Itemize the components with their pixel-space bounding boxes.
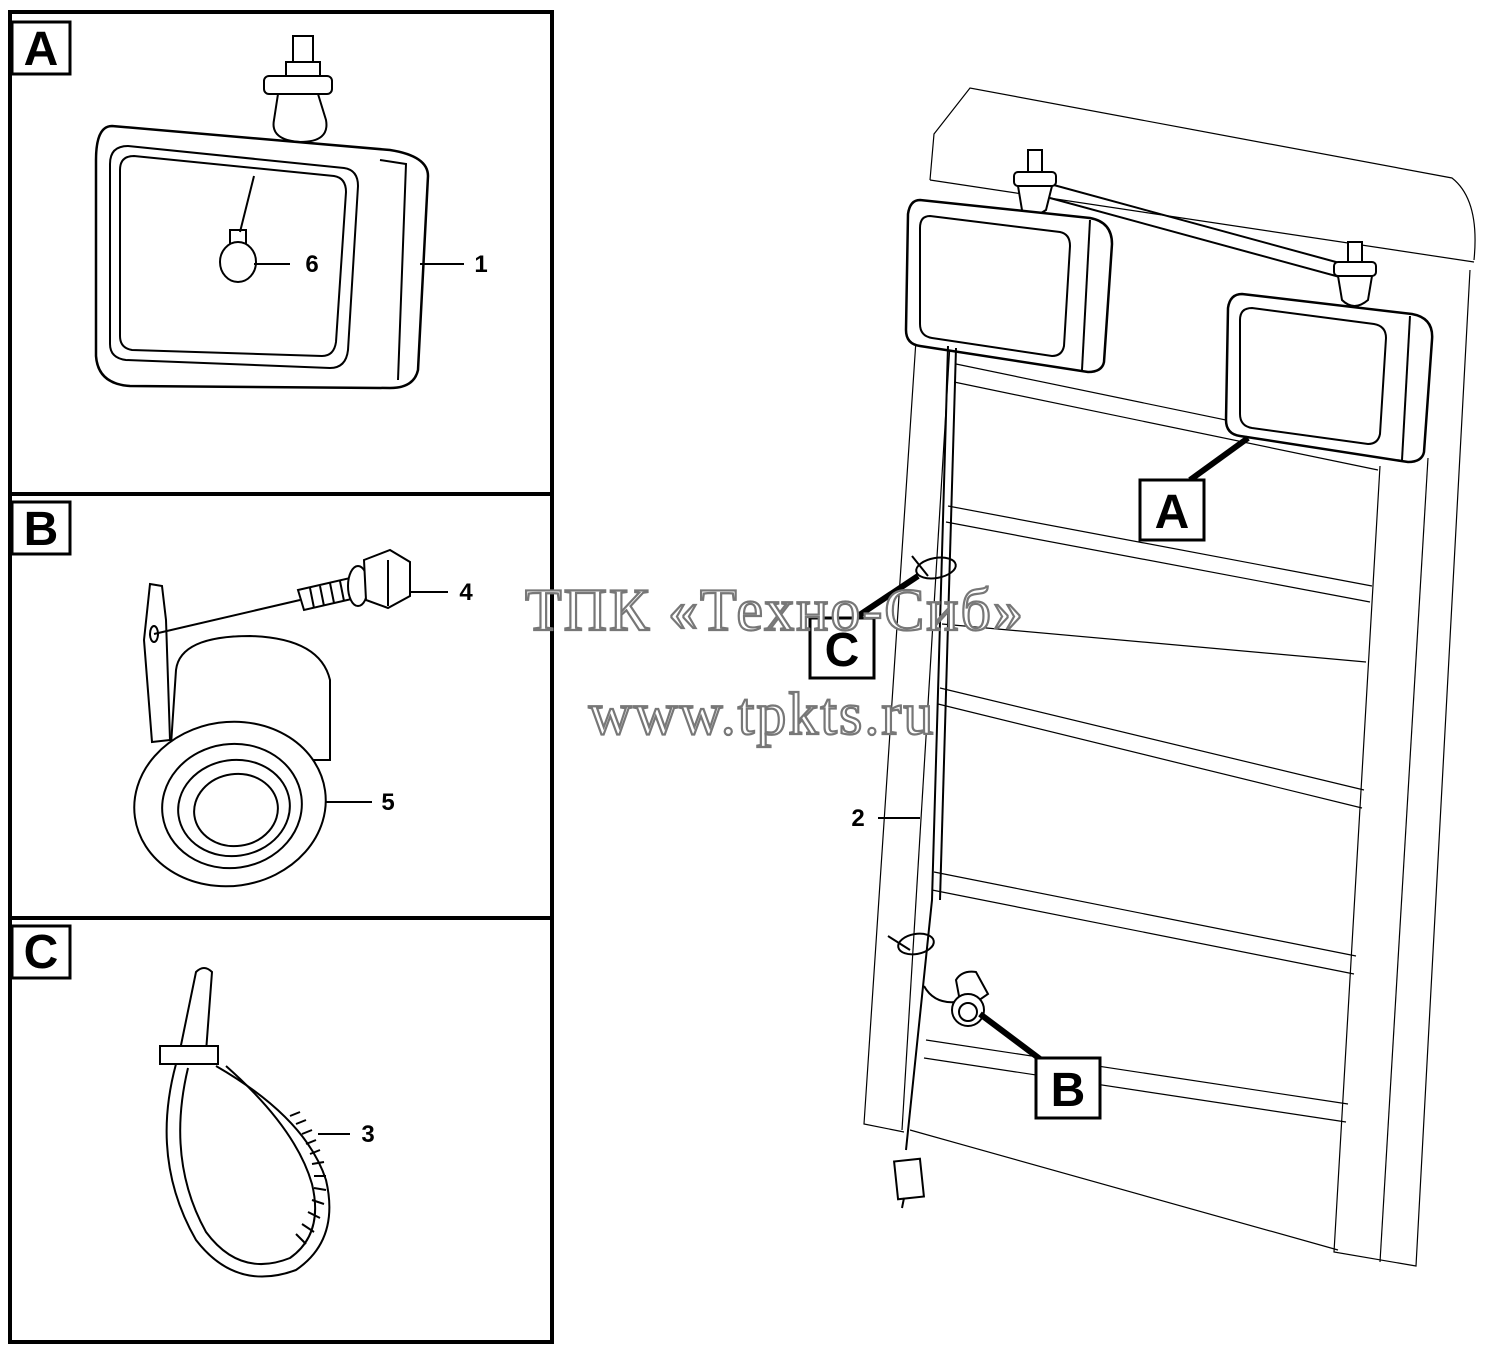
watermark-url: www.tpkts.ru: [589, 681, 936, 747]
ref-b-letter: B: [1051, 1064, 1086, 1117]
callout-2: 2: [851, 805, 864, 832]
panel-a: A 6 1: [8, 10, 554, 496]
work-lamp-1: [94, 35, 464, 390]
callout-5: 5: [381, 789, 394, 816]
panel-c: C 3: [8, 916, 554, 1344]
callout-4: 4: [459, 579, 473, 606]
watermark: ТПК «Техно-Сиб» www.tpkts.ru: [524, 576, 1025, 748]
bolt-4: [153, 548, 448, 635]
ref-c-letter: C: [825, 624, 860, 677]
ref-a-letter: A: [1155, 486, 1190, 539]
light-5: [133, 634, 372, 888]
harness-2: [878, 345, 957, 1209]
panel-c-letter: C: [24, 926, 59, 979]
callout-6: 6: [305, 251, 318, 278]
callout-3: 3: [361, 1121, 374, 1148]
ref-c: C: [808, 573, 920, 680]
work-lamp-left: [904, 149, 1114, 374]
panel-b-letter: B: [24, 503, 59, 556]
bracket: [142, 582, 172, 744]
callout-1: 1: [474, 251, 487, 278]
cab-rear-assembly: [863, 87, 1476, 1267]
panel-a-letter: A: [24, 23, 59, 76]
work-lamp-right: [1224, 241, 1434, 464]
ref-a: A: [1138, 435, 1250, 542]
panel-b: B 4 5: [8, 492, 554, 920]
ref-b: B: [978, 1011, 1102, 1120]
rear-light-b: [951, 970, 990, 1027]
cable-tie-3: [159, 967, 350, 1278]
watermark-company: ТПК «Техно-Сиб»: [525, 577, 1025, 643]
